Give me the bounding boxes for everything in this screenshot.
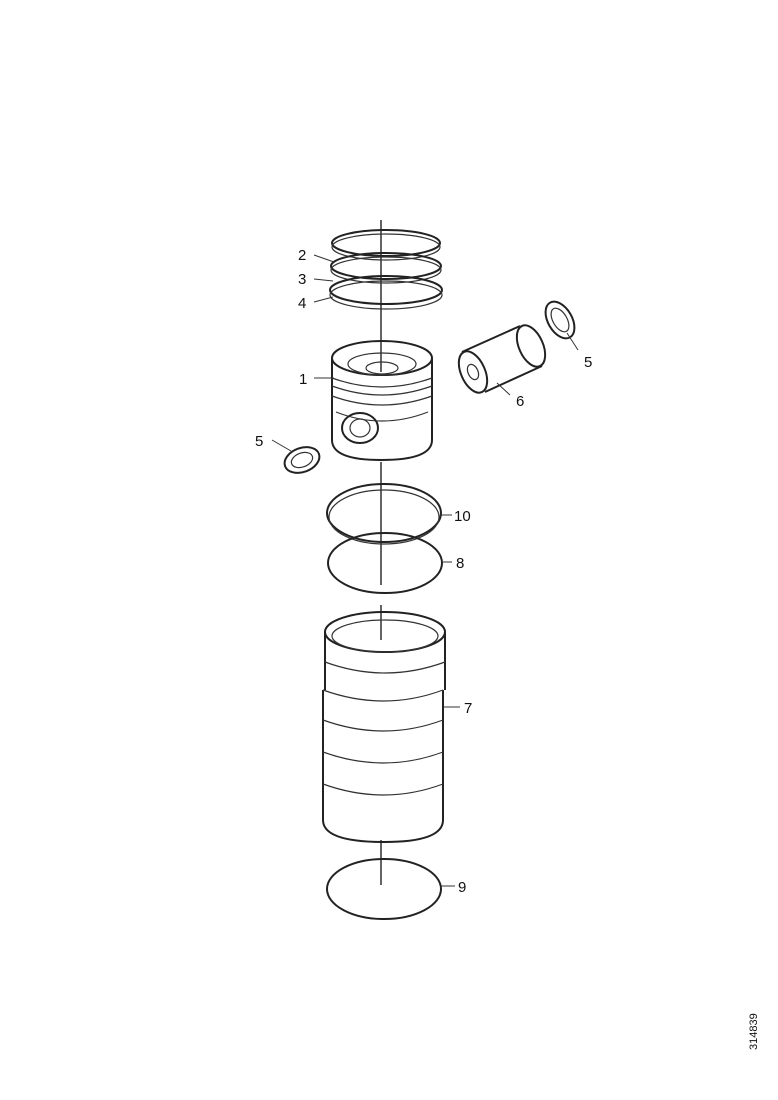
callout-6: 6 (516, 393, 524, 410)
document-reference-number: 314839 (748, 1013, 760, 1050)
piston (331, 340, 433, 462)
piston-pin (457, 324, 547, 394)
leader-lines (271, 254, 579, 887)
callout-5-left: 5 (255, 433, 263, 450)
callout-10: 10 (454, 508, 471, 525)
callouts: 2 3 4 1 5 6 5 10 8 7 9 (255, 247, 592, 896)
callout-5-right: 5 (584, 354, 592, 371)
liner-seal-ring-top (326, 483, 442, 545)
callout-9: 9 (458, 879, 466, 896)
circlip-right (544, 300, 576, 340)
callout-7: 7 (464, 700, 472, 717)
callout-3: 3 (298, 271, 306, 288)
callout-8: 8 (456, 555, 464, 572)
callout-2: 2 (298, 247, 306, 264)
piston-ring-set (329, 229, 443, 310)
liner-seal-upper (327, 532, 443, 594)
cylinder-liner (322, 611, 446, 844)
liner-seal-bottom (326, 858, 442, 920)
callout-1: 1 (299, 371, 307, 388)
circlip-left (283, 446, 321, 474)
callout-4: 4 (298, 295, 306, 312)
